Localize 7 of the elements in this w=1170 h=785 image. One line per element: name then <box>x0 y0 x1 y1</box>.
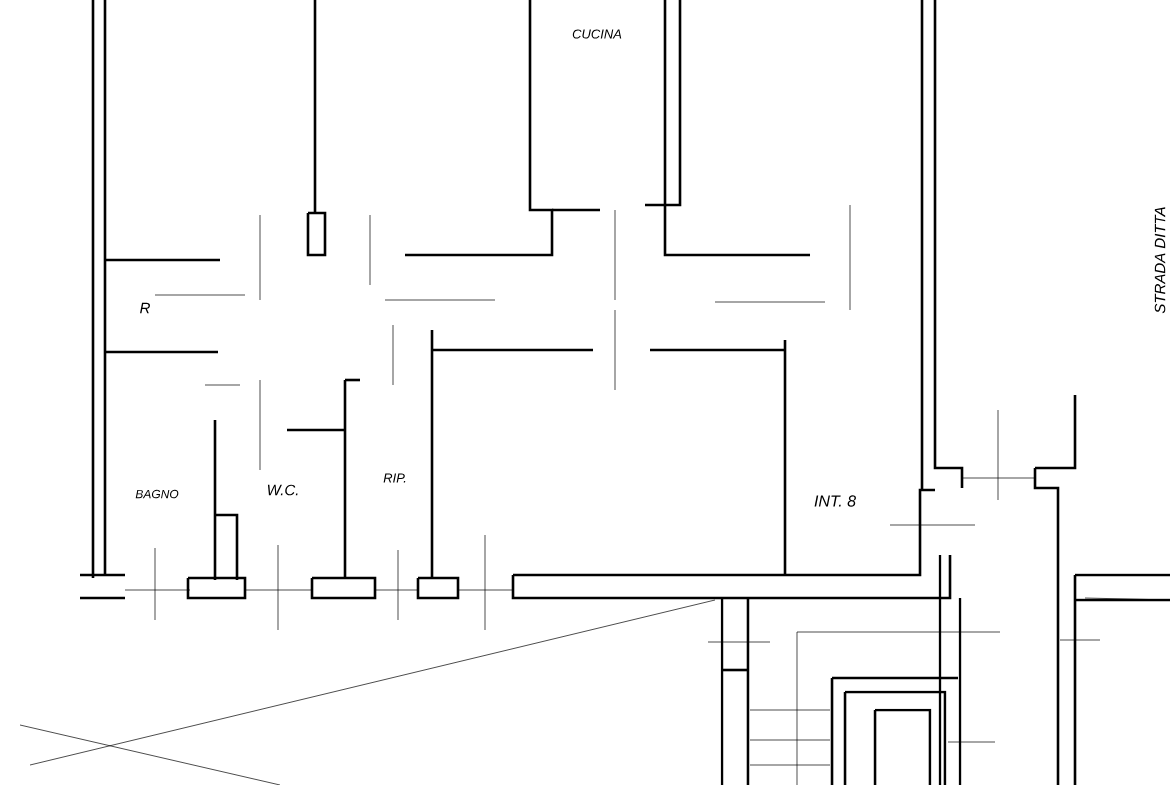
room-label: CUCINA <box>572 29 622 39</box>
room-label: W.C. <box>267 484 298 496</box>
room-label: INT. 8 <box>814 495 856 507</box>
room-label: R <box>140 302 150 314</box>
room-label: RIP. <box>383 473 406 483</box>
room-label: BAGNO <box>135 489 179 499</box>
street-label: STRADA DITTA <box>1154 207 1166 314</box>
